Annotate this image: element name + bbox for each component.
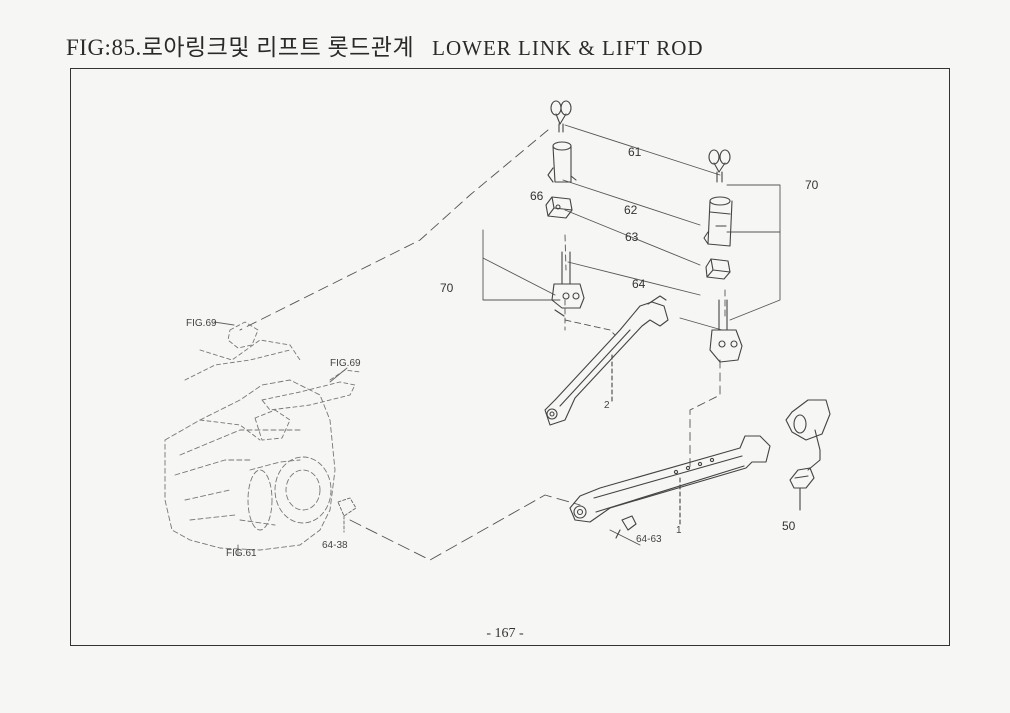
label-66: 66 [530, 189, 544, 203]
lift-rod-yoke-left [551, 251, 585, 317]
block-right [705, 258, 731, 280]
label-2: 2 [604, 400, 610, 411]
small-pin [615, 515, 637, 539]
label-1: 1 [676, 525, 682, 536]
sleeve-left [547, 141, 577, 183]
upper-linkage-sketch [184, 321, 361, 441]
tractor-housing [164, 379, 336, 551]
label-64-38: 64-38 [322, 540, 348, 551]
label-64: 64 [632, 277, 646, 291]
sleeve-right [703, 196, 733, 247]
page-number: - 167 - [486, 626, 524, 641]
title-english: LOWER LINK & LIFT ROD [432, 36, 704, 60]
label-fig69-right: FIG.69 [330, 358, 361, 369]
stabilizer-part-50 [785, 399, 831, 511]
label-64-63: 64-63 [636, 534, 662, 545]
label-61: 61 [628, 145, 642, 159]
lower-link-main [569, 435, 771, 526]
label-62: 62 [624, 203, 638, 217]
label-70-right: 70 [805, 178, 819, 192]
leader-lines [239, 124, 781, 561]
clevis-pin-left [550, 100, 572, 133]
pin-64-38 [337, 497, 357, 533]
page-title: FIG:85.로아링크및 리프트 롯드관계 LOWER LINK & LIFT R… [66, 28, 704, 62]
lower-link-upper [544, 295, 669, 426]
figure-number: FIG:85. [66, 35, 142, 60]
clevis-pin-right [708, 149, 731, 183]
label-63: 63 [625, 230, 639, 244]
title-korean: 로아링크및 리프트 롯드관계 [141, 35, 415, 60]
label-50: 50 [782, 519, 796, 533]
lift-rod-yoke-right [709, 299, 743, 363]
diagram-frame [70, 68, 950, 646]
label-70-left: 70 [440, 281, 454, 295]
label-fig61: FIG.61 [226, 548, 257, 559]
label-fig69-left: FIG.69 [186, 318, 217, 329]
block-left [545, 196, 573, 219]
